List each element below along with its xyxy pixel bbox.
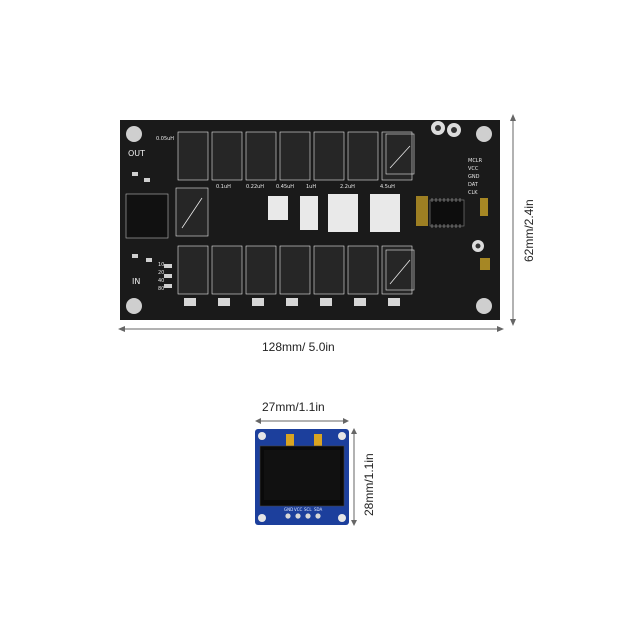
svg-text:DAT: DAT [468,182,479,188]
board-height-dimension-line [510,114,516,326]
tuner-board-photo: OUT IN 0.05uH 0.1uH 0.22uH 0.45uH 1uH 2.… [120,120,500,320]
svg-text:0.45uH: 0.45uH [276,184,294,190]
svg-text:40: 40 [158,278,164,284]
svg-text:MCLR: MCLR [468,158,483,164]
svg-text:GND: GND [284,507,293,512]
toroid-pad [328,194,358,232]
svg-text:0.22uH: 0.22uH [246,184,264,190]
relay-row-bottom [177,245,413,295]
svg-text:1uH: 1uH [306,184,316,190]
oled-module-photo: GND VCC SCL SDA [255,429,349,525]
svg-text:SDA: SDA [314,507,323,512]
svg-text:CLK: CLK [468,190,478,196]
svg-text:GND: GND [468,174,480,180]
ic-chip [429,199,465,227]
svg-text:80: 80 [158,286,164,292]
relay-left [175,187,209,237]
relay-row-top [177,131,413,181]
label-in: IN [132,277,140,286]
mounting-hole [476,298,492,314]
smd-led-row [184,298,400,306]
oled-height-label: 28mm/1.1in [362,453,376,516]
svg-text:2.2uH: 2.2uH [340,184,355,190]
svg-text:SCL: SCL [304,507,312,512]
board-width-dimension-line [118,326,504,332]
board-width-label: 128mm/ 5.0in [262,340,335,354]
oled-width-dimension-line [255,418,349,424]
label-out: OUT [128,149,145,158]
toroid-pad [300,196,318,230]
svg-text:VCC: VCC [468,166,479,172]
mounting-hole [126,126,142,142]
toroid-pad [268,196,288,220]
input-connector [125,193,169,239]
relay-right [385,133,415,175]
oled-width-label: 27mm/1.1in [262,400,325,414]
svg-text:VCC: VCC [294,507,303,512]
svg-text:0.1uH: 0.1uH [216,184,231,190]
svg-text:0.05uH: 0.05uH [156,136,174,142]
oled-height-dimension-line [351,428,357,526]
svg-text:4.5uH: 4.5uH [380,184,395,190]
board-height-label: 62mm/2.4in [522,199,536,262]
mounting-hole [126,298,142,314]
mounting-hole [476,126,492,142]
svg-text:20: 20 [158,270,164,276]
toroid-pad [370,194,400,232]
svg-text:10: 10 [158,262,164,268]
